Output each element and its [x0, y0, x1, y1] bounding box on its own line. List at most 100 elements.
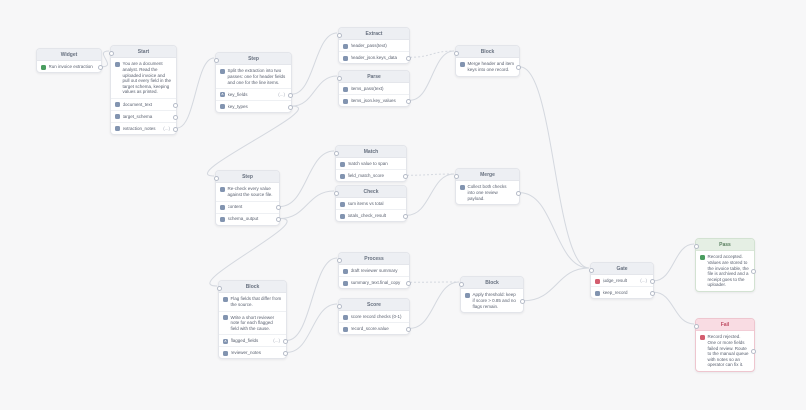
output-port[interactable] — [406, 280, 411, 286]
edge-connector[interactable] — [279, 190, 335, 219]
edge-connector[interactable] — [291, 75, 338, 107]
node-field-row[interactable]: field_match_score — [336, 169, 408, 181]
edge-connector[interactable] — [406, 173, 455, 216]
node-field-row[interactable]: draft reviewer summary — [339, 265, 409, 276]
input-port[interactable] — [453, 50, 459, 56]
edge-connector[interactable] — [176, 57, 215, 129]
input-port[interactable] — [336, 257, 342, 263]
edge-connector[interactable] — [406, 173, 455, 176]
node-field-row[interactable]: Run invoice extraction — [37, 61, 103, 72]
node-field-row[interactable]: header_pass(text) — [339, 40, 409, 51]
output-port[interactable] — [403, 213, 408, 219]
output-port[interactable] — [406, 326, 411, 332]
input-port[interactable] — [693, 323, 699, 329]
node-field-row[interactable]: document_text — [111, 98, 178, 110]
output-port[interactable] — [173, 126, 178, 132]
edge-connector[interactable] — [409, 50, 455, 101]
output-port[interactable] — [516, 190, 521, 196]
edge-connector[interactable] — [279, 150, 335, 207]
output-port[interactable] — [288, 92, 293, 98]
edge-connector[interactable] — [291, 32, 338, 95]
edge-connector[interactable] — [286, 257, 338, 341]
node-field-row[interactable]: items_json.key_values — [339, 94, 411, 106]
node-field-row[interactable]: summary_text.final_copy — [339, 276, 411, 288]
node-field-row[interactable]: content — [216, 200, 281, 213]
node-field-row[interactable]: keep_record — [591, 286, 655, 298]
input-port[interactable] — [336, 75, 342, 81]
input-port[interactable] — [333, 190, 339, 196]
node-field-row[interactable]: items_pass(text) — [339, 83, 409, 94]
node-field-row[interactable]: extraction_notes(...) — [111, 122, 178, 134]
input-port[interactable] — [588, 267, 594, 273]
node-field-row[interactable]: target_schema — [111, 110, 178, 122]
edge-connector[interactable] — [653, 243, 695, 282]
node-field-row[interactable]: score record checks (0-1) — [339, 311, 409, 322]
node-field-row[interactable]: header_json.keys_data — [339, 51, 411, 63]
output-port[interactable] — [173, 102, 178, 108]
node-field-row[interactable]: schema_output — [216, 212, 281, 225]
edge-connector[interactable] — [409, 281, 460, 329]
node-field-row[interactable]: key_types — [216, 100, 293, 112]
input-port[interactable] — [213, 175, 219, 181]
input-port[interactable] — [693, 243, 699, 249]
input-port[interactable] — [336, 32, 342, 38]
node-field-row[interactable]: sum items vs total — [336, 198, 406, 209]
input-port[interactable] — [333, 150, 339, 156]
output-port[interactable] — [283, 350, 288, 356]
output-port[interactable] — [403, 173, 408, 179]
output-port[interactable] — [98, 64, 103, 70]
output-port[interactable] — [276, 205, 281, 210]
node-field-row[interactable]: judge_result(...) — [591, 275, 655, 286]
edge-connector[interactable] — [523, 267, 590, 302]
output-port[interactable] — [276, 217, 281, 222]
edge-connector[interactable] — [409, 50, 455, 58]
edge-connector[interactable] — [519, 66, 590, 269]
node-field-row[interactable]: match value to span — [336, 158, 406, 169]
output-port[interactable] — [650, 278, 655, 284]
node-field-row[interactable]: reviewer_notes — [219, 346, 288, 358]
edge-connector[interactable] — [286, 303, 338, 353]
output-port[interactable] — [288, 104, 293, 110]
output-port[interactable] — [173, 114, 178, 120]
input-port[interactable] — [458, 281, 464, 287]
output-port[interactable] — [650, 290, 655, 296]
input-port[interactable] — [216, 285, 222, 291]
input-port[interactable] — [108, 50, 114, 56]
input-port[interactable] — [213, 57, 219, 63]
edge-connector[interactable] — [207, 105, 299, 177]
edge-connector[interactable] — [101, 50, 110, 68]
input-port[interactable] — [336, 303, 342, 309]
edge-connector[interactable] — [519, 192, 590, 269]
edge-connector[interactable] — [209, 218, 288, 287]
output-port[interactable] — [406, 98, 411, 104]
output-port[interactable] — [406, 55, 411, 61]
output-port[interactable] — [751, 349, 756, 355]
output-port[interactable] — [283, 338, 288, 344]
node-field-row[interactable]: totals_check_result — [336, 209, 408, 221]
output-port[interactable] — [520, 298, 525, 304]
edge-connector[interactable] — [653, 291, 695, 325]
node-field-row[interactable]: record_score.value — [339, 322, 411, 334]
input-port[interactable] — [453, 173, 459, 179]
output-port[interactable] — [516, 64, 521, 70]
output-port[interactable] — [751, 269, 756, 275]
